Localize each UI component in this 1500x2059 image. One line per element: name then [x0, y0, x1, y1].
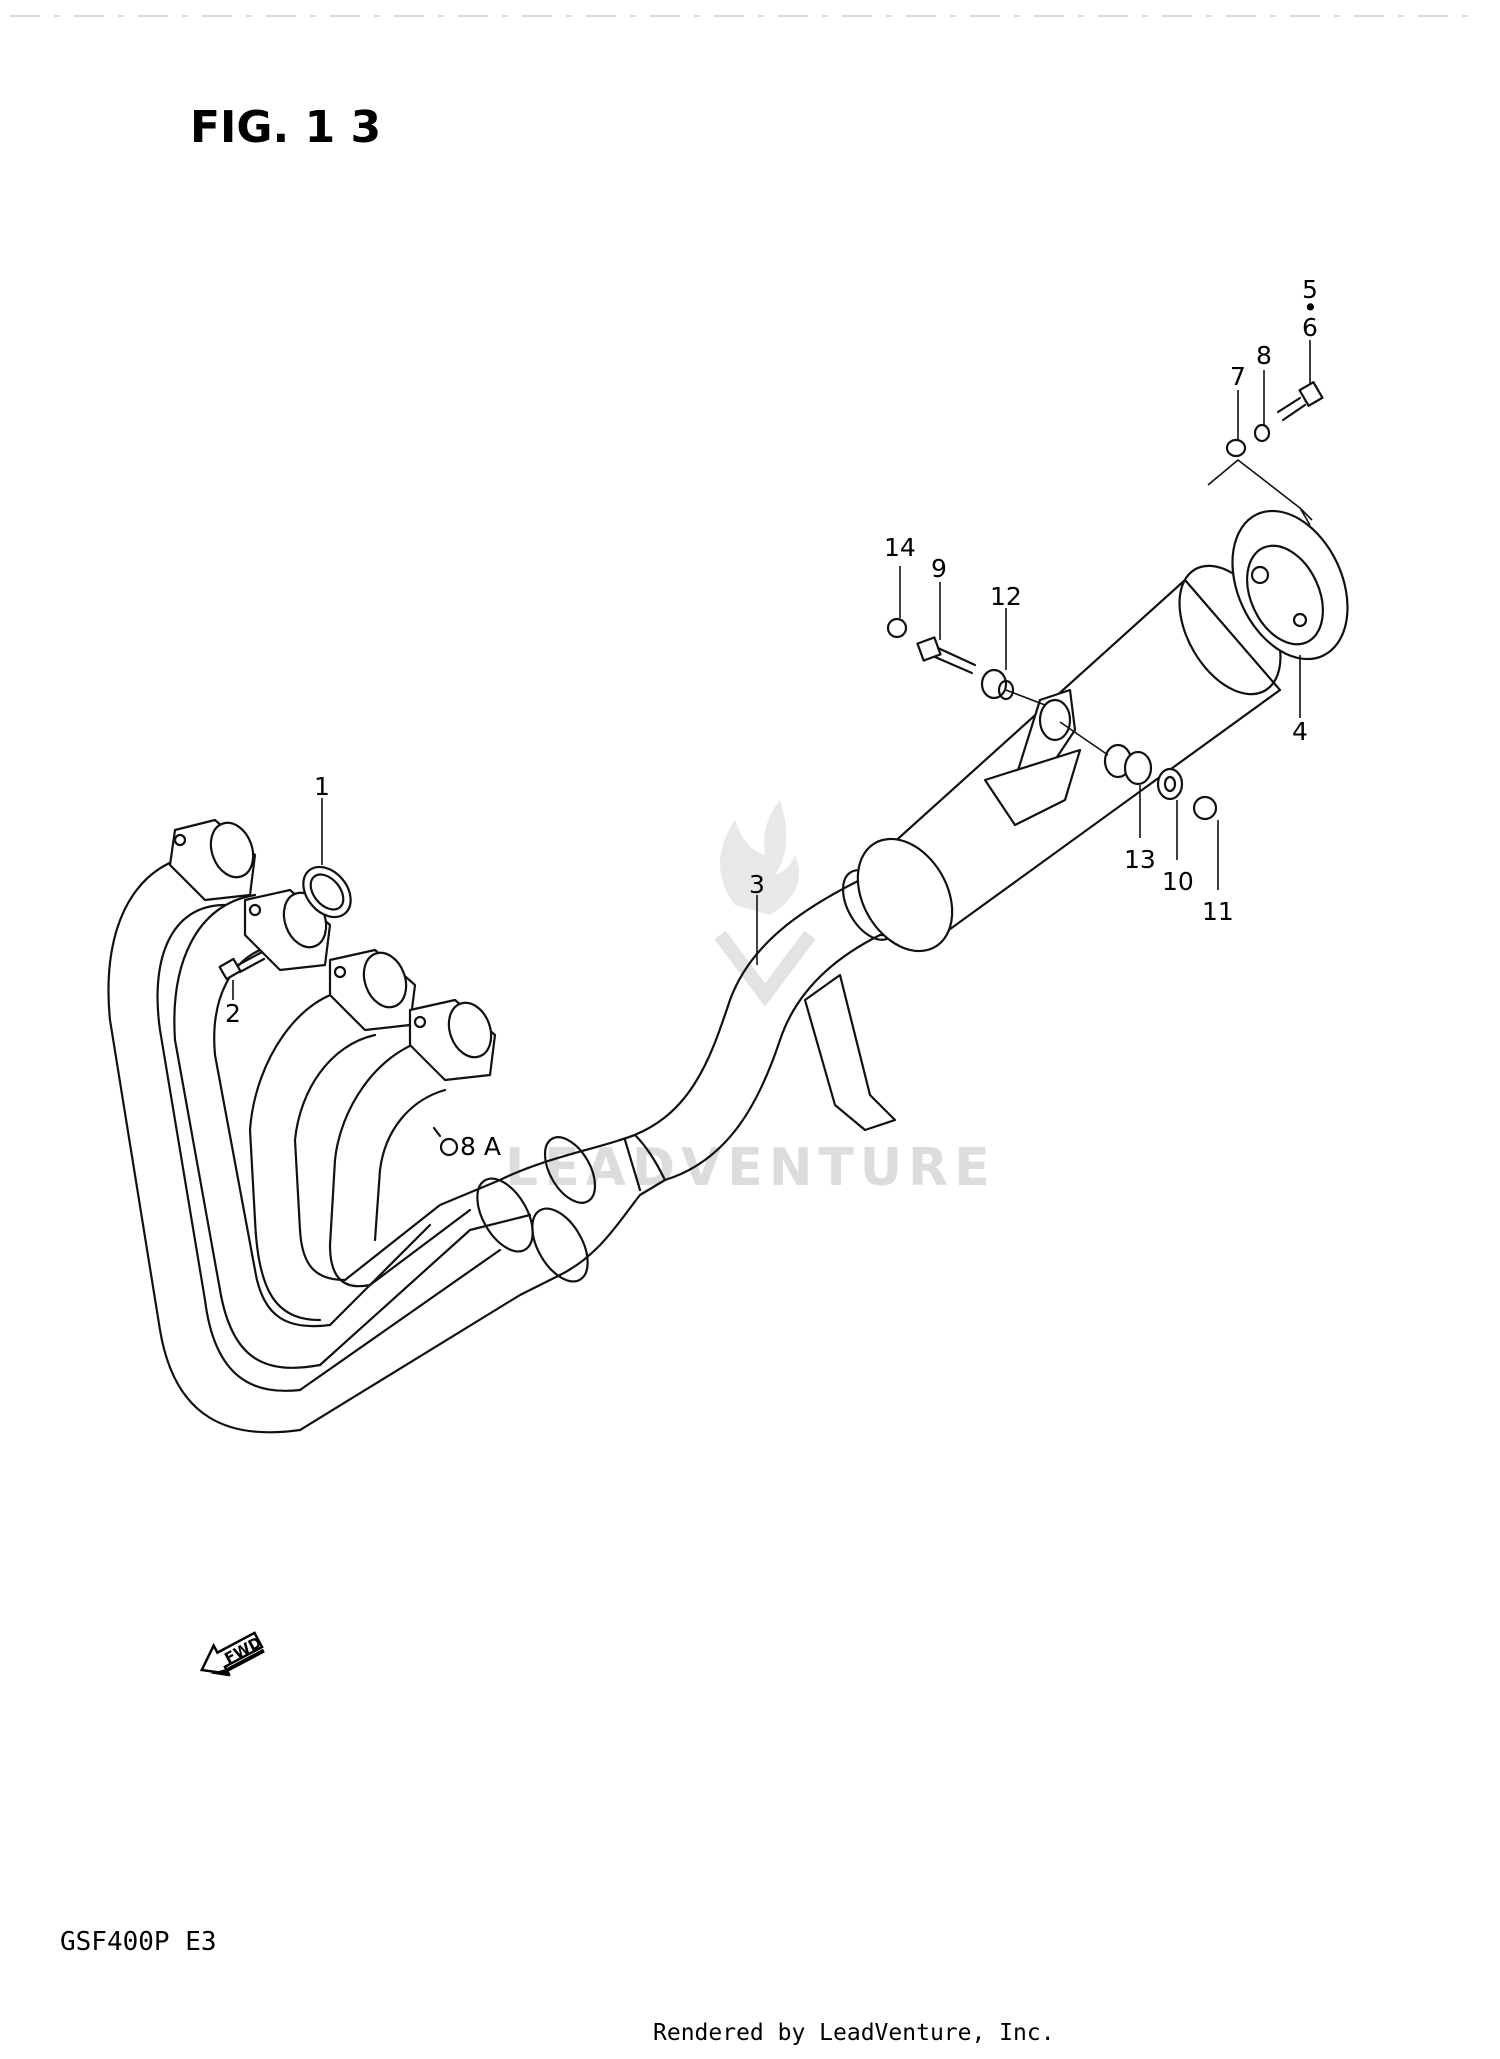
- callout-7: 7: [1230, 362, 1246, 391]
- figure-title: FIG. 1 3: [190, 102, 381, 153]
- washer-part-10: [1156, 767, 1184, 801]
- flange-bolt-part: [218, 950, 266, 981]
- callout-8: 8: [1256, 341, 1272, 370]
- callout-6: 6: [1302, 313, 1318, 342]
- end-cap-fasteners: [1225, 381, 1324, 458]
- bolt-part-9: [916, 636, 977, 675]
- callout-10: 10: [1162, 867, 1194, 896]
- grommet-part-13: [1103, 743, 1153, 786]
- leader-lines: [232, 340, 1313, 1000]
- callout-labels: 1 2 3 4 5 • 6 7 8 8 A 9 10 11 12 13 14: [225, 275, 1318, 1161]
- leadventure-watermark: LEADVENTURE: [505, 800, 996, 1198]
- callout-2: 2: [225, 999, 241, 1028]
- header-flanges: [168, 818, 497, 1082]
- render-credit: Rendered by LeadVenture, Inc.: [653, 2020, 1055, 2046]
- muffler-assembly: [618, 509, 1349, 1182]
- gasket-part: [302, 865, 352, 919]
- callout-8a: 8 A: [460, 1132, 501, 1161]
- callout-5-6-separator: •: [1303, 293, 1318, 322]
- callout-12: 12: [990, 582, 1022, 611]
- callout-4: 4: [1292, 717, 1308, 746]
- callout-1: 1: [314, 772, 330, 801]
- nut-part-14: [886, 617, 908, 639]
- callout-11: 11: [1202, 897, 1234, 926]
- stud-nut-part: [432, 1126, 459, 1157]
- watermark-text: LEADVENTURE: [505, 1138, 996, 1198]
- collar-part-12: [980, 668, 1015, 701]
- callout-3: 3: [749, 870, 765, 899]
- model-code: GSF400P E3: [60, 1927, 217, 1957]
- muffler-end-cap: [1231, 509, 1349, 661]
- callout-14: 14: [884, 533, 916, 562]
- nut-part-11: [1192, 795, 1218, 821]
- exhaust-header-pipes: [107, 818, 667, 1434]
- forward-arrow-icon: FWD: [199, 1631, 265, 1677]
- callout-13: 13: [1124, 845, 1156, 874]
- callout-5: 5: [1302, 275, 1318, 304]
- callout-9: 9: [931, 554, 947, 583]
